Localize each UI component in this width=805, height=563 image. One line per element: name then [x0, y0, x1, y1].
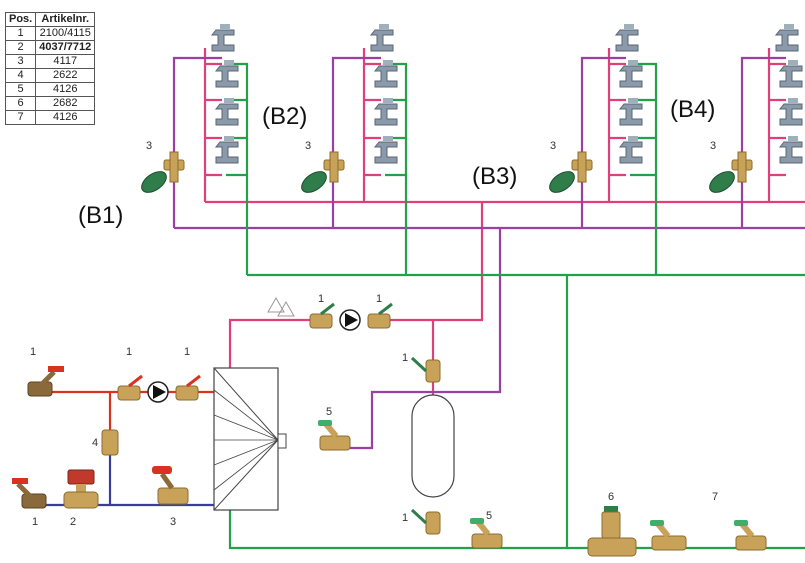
angle-valve-red-icon	[152, 466, 189, 505]
table-cell: 1	[4, 26, 37, 41]
angle-valve-red-icon	[27, 366, 64, 397]
table-cell: 4126	[35, 82, 96, 97]
position-number: 1	[402, 352, 409, 364]
faucet-icon	[210, 24, 235, 52]
position-number: 1	[30, 346, 37, 358]
faucet-icon	[214, 60, 239, 88]
table-cell: 3	[4, 54, 37, 69]
table-header: Artikelnr.	[35, 12, 96, 27]
faucet-icon	[214, 98, 239, 126]
position-number: 4	[92, 437, 99, 449]
table-row: 2 4037/7712	[4, 40, 96, 55]
ball-valve-red-icon	[117, 374, 143, 401]
ball-valve-green-icon	[309, 302, 335, 329]
position-number: 7	[712, 491, 719, 503]
branch-label-b3: (B3)	[472, 163, 518, 190]
position-number: 5	[326, 406, 333, 418]
position-number: 3	[710, 140, 717, 152]
parts-table: Pos. Artikelnr. 1 2100/4115 2 4037/7712 …	[4, 12, 96, 125]
balancing-valve-icon	[470, 518, 503, 549]
faucet-icon	[778, 136, 803, 164]
mixing-valve-icon	[63, 469, 99, 509]
position-number: 1	[376, 293, 383, 305]
ball-valve-green-icon	[410, 356, 441, 383]
faucet-icon	[369, 24, 394, 52]
table-cell: 7	[4, 110, 37, 125]
valve-green-handle-icon	[709, 151, 753, 193]
table-cell: 2682	[35, 96, 96, 111]
faucet-icon	[614, 24, 639, 52]
valve-green-handle-icon	[549, 151, 593, 193]
position-number: 6	[608, 491, 615, 503]
faucet-icon	[774, 24, 799, 52]
position-number: 1	[32, 516, 39, 528]
balancing-valves	[318, 420, 767, 551]
position-number: 1	[184, 346, 191, 358]
ball-valve-green-icon	[410, 508, 441, 535]
valve-green-handle-icon	[301, 151, 345, 193]
storage-tank	[411, 394, 455, 498]
table-row: 4 2622	[4, 68, 96, 83]
table-cell: 4117	[35, 54, 96, 69]
table-cell: 5	[4, 82, 37, 97]
faucet-icon	[618, 136, 643, 164]
position-number: 1	[402, 512, 409, 524]
branch-label-b4: (B4)	[670, 96, 716, 123]
pressure-valve-icon	[587, 506, 637, 557]
table-row: 1 2100/4115	[4, 26, 96, 41]
faucet-icon	[373, 98, 398, 126]
table-row: 6 2682	[4, 96, 96, 111]
balancing-valve-icon	[318, 420, 351, 451]
table-cell: 2622	[35, 68, 96, 83]
table-cell: 2100/4115	[35, 26, 96, 41]
ball-valve-red-icon	[175, 374, 201, 401]
ball-valve-green-icon	[367, 302, 393, 329]
table-cell: 6	[4, 96, 37, 111]
faucet-icon	[778, 98, 803, 126]
position-number: 3	[550, 140, 557, 152]
balancing-valve-icon	[734, 520, 767, 551]
branch-label-b2: (B2)	[262, 103, 308, 130]
position-number: 3	[305, 140, 312, 152]
position-number: 1	[318, 293, 325, 305]
angle-valve-red-icon	[12, 478, 47, 509]
green-return-pipes	[226, 62, 805, 550]
table-header: Pos.	[4, 12, 37, 27]
position-number: 2	[70, 516, 77, 528]
table-cell: 4	[4, 68, 37, 83]
table-cell: 2	[4, 40, 37, 55]
faucet-icon	[373, 60, 398, 88]
circulation-valves	[141, 151, 753, 193]
vent-symbol-icon	[267, 296, 295, 317]
table-cell: 4126	[35, 110, 96, 125]
ball-valves	[117, 302, 441, 535]
pump-icon	[147, 381, 169, 403]
table-header-row: Pos. Artikelnr.	[4, 12, 96, 27]
pumps	[147, 309, 361, 403]
heat-exchanger	[213, 367, 287, 511]
position-number: 3	[170, 516, 177, 528]
table-row: 7 4126	[4, 110, 96, 125]
position-number: 5	[486, 510, 493, 522]
faucet-icon	[214, 136, 239, 164]
pump-icon	[339, 309, 361, 331]
faucet-icon	[618, 98, 643, 126]
check-valve-icon	[101, 429, 119, 456]
branch-label-b1: (B1)	[78, 202, 124, 229]
table-row: 3 4117	[4, 54, 96, 69]
table-cell: 4037/7712	[35, 40, 96, 55]
faucet-icon	[618, 60, 643, 88]
valve-green-handle-icon	[141, 151, 185, 193]
position-number: 1	[126, 346, 133, 358]
pink-supply-pipes	[203, 48, 805, 395]
primary-valves	[12, 366, 189, 509]
faucet-icon	[373, 136, 398, 164]
position-number: 3	[146, 140, 153, 152]
table-row: 5 4126	[4, 82, 96, 97]
faucets	[210, 24, 803, 164]
balancing-valve-icon	[650, 520, 687, 551]
faucet-icon	[778, 60, 803, 88]
